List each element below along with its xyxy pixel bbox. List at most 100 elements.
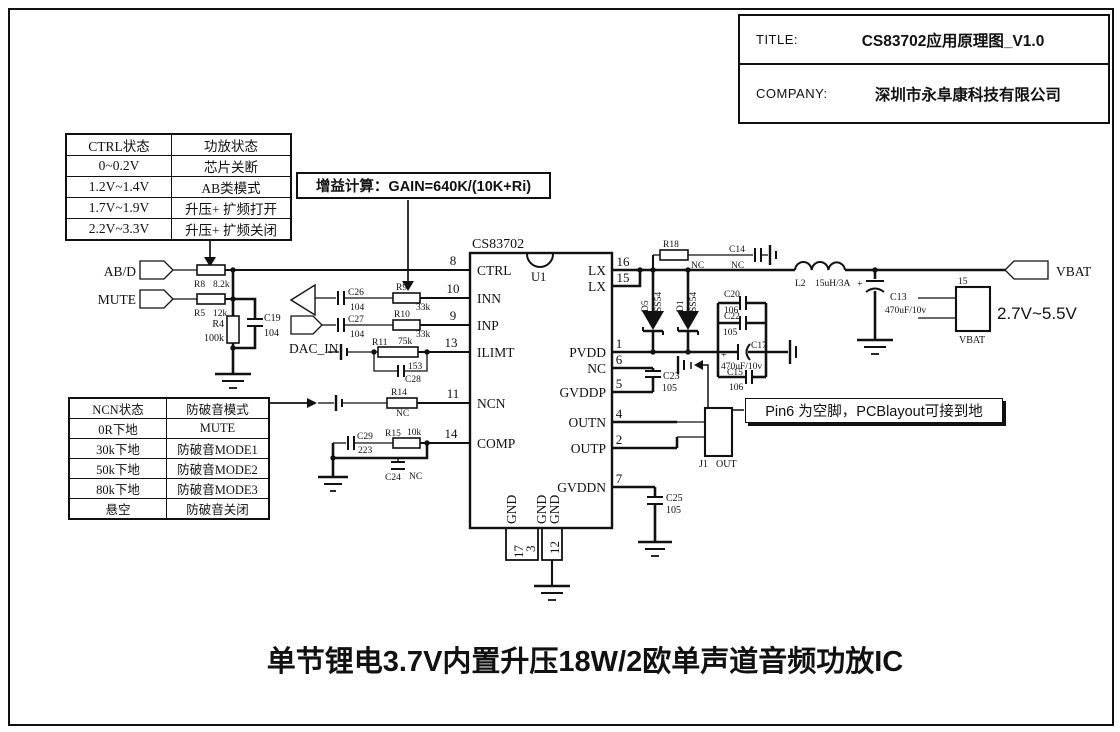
r10-val: 33k <box>416 330 431 340</box>
resistor-r14: R14 NC <box>318 388 470 419</box>
ctrl-table-arrow <box>204 241 216 267</box>
pin-num-1: 1 <box>616 336 623 351</box>
capacitor-c26: C26 104 <box>337 288 393 313</box>
cell: 悬空 <box>68 498 167 520</box>
ground-symbol-ic <box>534 584 570 601</box>
j1-name: OUT <box>716 459 737 470</box>
pin6-nc-cap <box>676 356 692 374</box>
c29-val: 223 <box>358 446 373 456</box>
table-row: NCN状态 防破音模式 <box>68 397 270 419</box>
table-row: 80k下地 防破音MODE3 <box>68 478 270 499</box>
flag-vbat: VBAT <box>1004 260 1092 280</box>
ic-gnd-pins <box>505 527 563 586</box>
company-value: 深圳市永阜康科技有限公司 <box>874 86 1061 104</box>
r15-val: 10k <box>407 428 422 438</box>
title-value: CS83702应用原理图_V1.0 <box>861 32 1045 50</box>
cell: 2.2V~3.3V <box>65 218 172 241</box>
d5-val: SS54 <box>654 292 664 312</box>
c23-ref: C23 <box>663 371 680 382</box>
r4-val: 100k <box>204 333 224 344</box>
pin-name-lx1: LX <box>588 263 606 278</box>
capacitor-c14: C14 NC <box>729 245 777 271</box>
pin-name-outn: OUTN <box>569 415 607 430</box>
flag-mute: MUTE <box>98 289 174 309</box>
pin-num-17: 17 <box>511 545 526 559</box>
table-row: 0R下地 MUTE <box>68 418 270 439</box>
pin-num-16: 16 <box>617 254 631 269</box>
pin-name-ncn: NCN <box>477 396 506 411</box>
capacitor-c29: C29 223 <box>333 432 393 456</box>
pin-name-gvddp: GVDDP <box>559 385 606 400</box>
dac-in-label: DAC_IN <box>289 341 339 356</box>
r9-ref: R9 <box>396 283 407 293</box>
pin-name-outp: OUTP <box>571 441 606 456</box>
capacitor-c24: C24 NC <box>330 443 429 483</box>
pin-num-3: 3 <box>523 546 538 553</box>
abd-label: AB/D <box>104 264 137 279</box>
resistor-r4: R4 100k <box>204 315 240 374</box>
c28-ref: C28 <box>405 375 421 385</box>
cell: 芯片关断 <box>171 155 292 177</box>
pin-num-13: 13 <box>445 335 458 350</box>
diode-d5: D5 SS54 <box>641 270 664 352</box>
table-row: 2.2V~3.3V 升压+ 扩频关闭 <box>65 218 292 241</box>
cell: 0~0.2V <box>65 155 172 177</box>
pin-num-9: 9 <box>450 308 457 323</box>
pin-num-8: 8 <box>450 253 457 268</box>
table-row: 1.7V~1.9V 升压+ 扩频打开 <box>65 197 292 219</box>
title-block: TITLE: CS83702应用原理图_V1.0 COMPANY: 深圳市永阜康… <box>738 14 1110 124</box>
wire-pvdd <box>612 349 718 355</box>
r5-val: 12k <box>213 309 228 319</box>
cell: 80k下地 <box>68 478 167 499</box>
d1-val: SS54 <box>689 292 699 312</box>
r15-ref: R15 <box>385 429 401 439</box>
flag-abd: AB/D <box>104 260 174 280</box>
ground-symbol-comp <box>318 475 348 492</box>
c19-val: 104 <box>264 328 279 339</box>
table-row: 50k下地 防破音MODE2 <box>68 458 270 479</box>
diode-d1: D1 SS54 <box>676 270 699 352</box>
pin-name-nc: NC <box>587 361 606 376</box>
connector-vbat-box: 15 VBAT <box>918 277 992 346</box>
ic-body: CS83702 U1 <box>468 237 614 530</box>
c13-ref: C13 <box>890 292 907 303</box>
flag-dac-in: DAC_IN <box>289 315 339 356</box>
l2-ref: L2 <box>795 279 806 289</box>
cell: 防破音MODE2 <box>166 458 270 479</box>
c15-val: 106 <box>729 383 744 393</box>
resistor-r8: R8 8.2k <box>173 264 230 290</box>
c24-ref: C24 <box>385 473 401 483</box>
c14-val: NC <box>731 261 744 271</box>
ic-pin-labels: 8 CTRL 10 INN 9 INP 13 ILIMT 11 NCN 14 C… <box>445 253 631 558</box>
capacitor-c19: C19 104 <box>230 297 281 351</box>
c25-val: 105 <box>666 505 681 516</box>
c17-plus: + <box>721 350 727 361</box>
r8-val: 8.2k <box>213 280 230 290</box>
cell: 升压+ 扩频关闭 <box>171 218 292 241</box>
audio-source-symbol <box>289 283 336 317</box>
ic-ref-label: U1 <box>531 270 546 284</box>
pin-num-7: 7 <box>616 471 623 486</box>
cell: AB类模式 <box>171 176 292 198</box>
cell: 防破音MODE3 <box>166 478 270 499</box>
d1-ref: D1 <box>676 300 686 312</box>
c20-ref: C20 <box>724 290 740 300</box>
table-row: 0~0.2V 芯片关断 <box>65 155 292 177</box>
c28-val: 153 <box>408 362 423 372</box>
resistor-r9: R9 33k <box>392 283 470 313</box>
c26-val: 104 <box>350 303 365 313</box>
cell: 升压+ 扩频打开 <box>171 197 292 219</box>
c13-val: 470uF/10v <box>885 306 926 316</box>
c22-ref: C22 <box>724 312 740 322</box>
cell: 0R下地 <box>68 418 167 439</box>
resistor-r10: R10 33k <box>392 310 470 340</box>
c19-ref: C19 <box>264 313 281 324</box>
capacitor-c13: + C13 470uF/10v <box>857 270 926 340</box>
title-row: TITLE: CS83702应用原理图_V1.0 <box>740 16 1108 65</box>
pin-name-ilimt: ILIMT <box>477 345 515 360</box>
d5-ref: D5 <box>641 300 651 312</box>
c13-plus: + <box>857 279 863 290</box>
company-row: COMPANY: 深圳市永阜康科技有限公司 <box>740 65 1108 122</box>
l2-val: 15uH/3A <box>815 279 851 289</box>
